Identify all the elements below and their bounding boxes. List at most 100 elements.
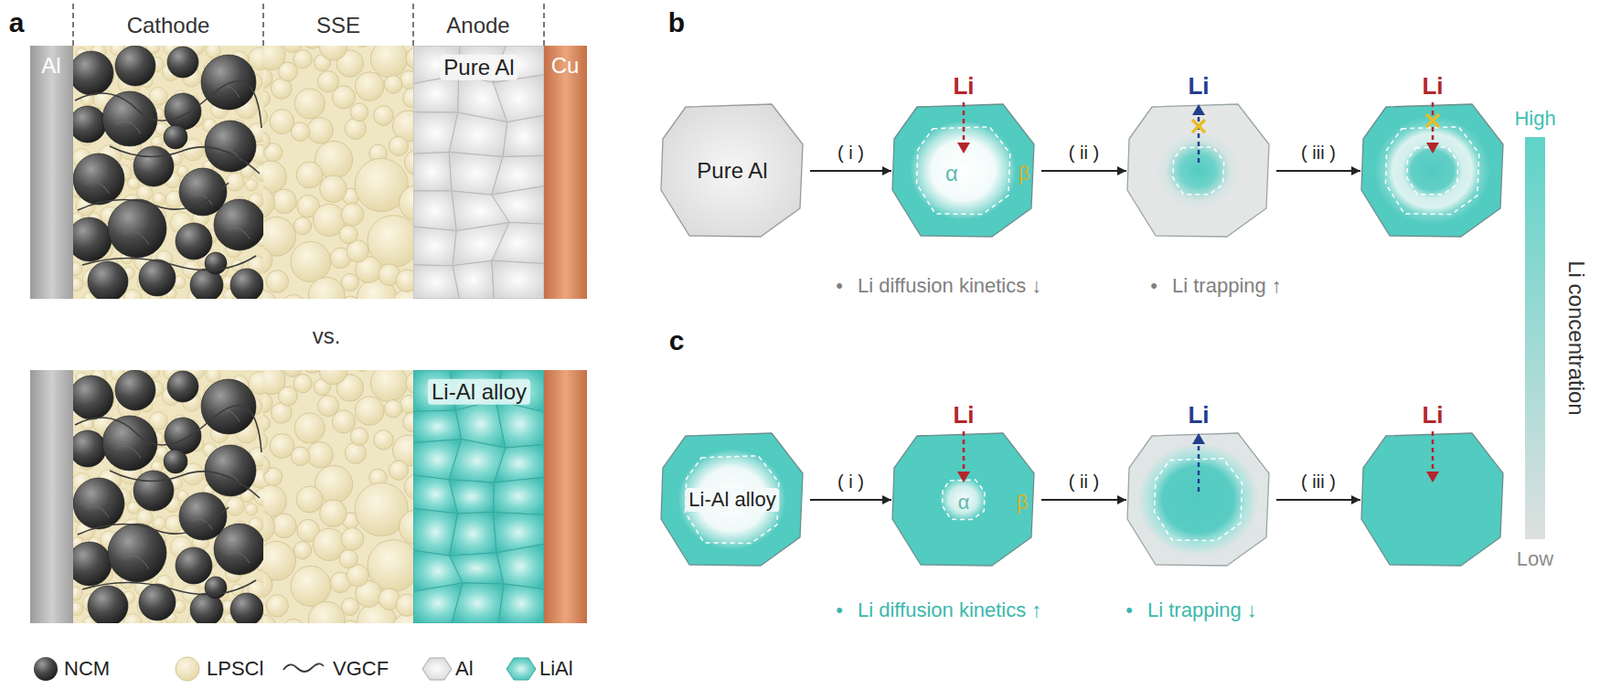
lpscl-particle bbox=[403, 87, 414, 108]
blocked-mark bbox=[1192, 119, 1206, 133]
lpscl-particle bbox=[350, 103, 369, 122]
lpscl-particle bbox=[352, 45, 372, 47]
divider-line bbox=[543, 3, 544, 46]
ncm-particle bbox=[87, 586, 128, 624]
al-grain bbox=[491, 260, 544, 299]
particle-crack bbox=[214, 409, 240, 422]
lial-grain bbox=[448, 512, 497, 556]
al-grain bbox=[448, 112, 508, 158]
lpscl-particle bbox=[225, 497, 245, 516]
lpscl-particle bbox=[404, 474, 414, 501]
lpscl-particle bbox=[73, 586, 83, 601]
anode-layer bbox=[413, 370, 544, 624]
particle-crack bbox=[214, 85, 240, 97]
lpscl-particle bbox=[290, 122, 310, 142]
ncm-particle bbox=[73, 51, 114, 96]
lpscl-particle bbox=[399, 510, 414, 546]
particle-crack bbox=[85, 506, 109, 518]
ncm-particle bbox=[87, 261, 128, 299]
lpscl-particle bbox=[281, 294, 307, 299]
blocked-mark bbox=[1426, 114, 1440, 128]
hexagon-grain bbox=[1356, 431, 1509, 569]
lpscl-particle bbox=[205, 370, 221, 384]
process-arrow bbox=[1276, 170, 1361, 172]
al-grain bbox=[491, 186, 544, 224]
annotation: Anode bbox=[446, 13, 510, 38]
vgcf-fiber bbox=[82, 580, 256, 596]
ncm-particle bbox=[163, 125, 188, 150]
hexagon-grain bbox=[1122, 102, 1275, 240]
lpscl-particle bbox=[263, 186, 275, 219]
lpscl-particle bbox=[123, 289, 142, 299]
phase-boundary bbox=[917, 127, 1011, 215]
legend-sample bbox=[280, 655, 327, 683]
phase-boundary bbox=[1407, 147, 1459, 195]
ncm-particle bbox=[115, 45, 156, 86]
lpscl-particle bbox=[384, 75, 403, 95]
lpscl-particle bbox=[354, 396, 384, 427]
grain-node: Li-Al alloy bbox=[656, 400, 809, 569]
lpscl-particle bbox=[320, 175, 348, 203]
lpscl-particle bbox=[294, 413, 325, 444]
step-label: ( ii ) bbox=[1068, 471, 1099, 492]
al-grain bbox=[491, 222, 544, 264]
vgcf-fiber bbox=[77, 182, 229, 211]
ncm-particle bbox=[73, 478, 125, 530]
ncm-particle bbox=[138, 259, 176, 297]
grain-outline bbox=[1127, 433, 1270, 566]
layer-dividers bbox=[73, 3, 544, 46]
step-label: ( i ) bbox=[837, 142, 864, 163]
layer-node: Al bbox=[30, 45, 74, 299]
process-arrow bbox=[1041, 170, 1127, 172]
vgcf-fiber bbox=[109, 470, 260, 499]
lpscl-particle bbox=[263, 106, 268, 127]
node-label: β bbox=[1018, 162, 1031, 185]
grain-outline bbox=[661, 433, 803, 566]
ncm-particle bbox=[230, 593, 264, 624]
lpscl-particle bbox=[320, 500, 348, 528]
lpscl-particle bbox=[341, 273, 359, 291]
li-flux-arrow bbox=[1431, 431, 1435, 472]
ncm-particle bbox=[73, 375, 114, 420]
step-label: ( iii ) bbox=[1301, 471, 1336, 492]
lpscl-particle bbox=[296, 161, 323, 189]
lpscl-particle bbox=[73, 262, 83, 277]
grain-outline bbox=[892, 433, 1035, 566]
sse-layer bbox=[263, 45, 414, 299]
lpscl-particle bbox=[350, 427, 369, 447]
lpscl-particle bbox=[263, 431, 268, 451]
li-flux-arrowhead bbox=[1426, 142, 1440, 154]
lial-grain bbox=[448, 553, 504, 585]
grain-node: Li bbox=[1122, 71, 1275, 240]
lial-grain bbox=[448, 480, 494, 514]
lpscl-particle bbox=[277, 62, 298, 82]
legend-label: LPSCl bbox=[206, 658, 264, 681]
annotation: Cathode bbox=[127, 13, 211, 38]
ncm-particle bbox=[73, 542, 112, 587]
panel-letter: c bbox=[669, 325, 685, 356]
legend-label: VGCF bbox=[332, 658, 389, 681]
particle-crack bbox=[116, 446, 141, 459]
node-label: β bbox=[1016, 491, 1029, 514]
blocked-mark bbox=[1192, 119, 1206, 133]
lpscl-particle bbox=[308, 601, 345, 624]
lpscl-particle bbox=[263, 456, 270, 476]
particle-crack bbox=[226, 227, 250, 239]
electrode-stack bbox=[30, 25, 587, 325]
node-label: Li bbox=[952, 73, 974, 100]
phase-boundary bbox=[1386, 127, 1480, 215]
lpscl-particle bbox=[293, 542, 311, 560]
vgcf-fiber bbox=[82, 256, 256, 271]
ncm-particle bbox=[175, 547, 213, 585]
legend-sample bbox=[498, 655, 544, 683]
lpscl-particle bbox=[388, 460, 408, 480]
lpscl-particle bbox=[370, 370, 407, 403]
legend-label: LiAl bbox=[539, 658, 574, 681]
node-label: Cu bbox=[551, 53, 580, 78]
ncm-particle bbox=[175, 223, 213, 260]
lpscl-particle bbox=[293, 50, 312, 69]
lial-grain bbox=[413, 410, 462, 444]
particle-crack bbox=[122, 555, 150, 569]
